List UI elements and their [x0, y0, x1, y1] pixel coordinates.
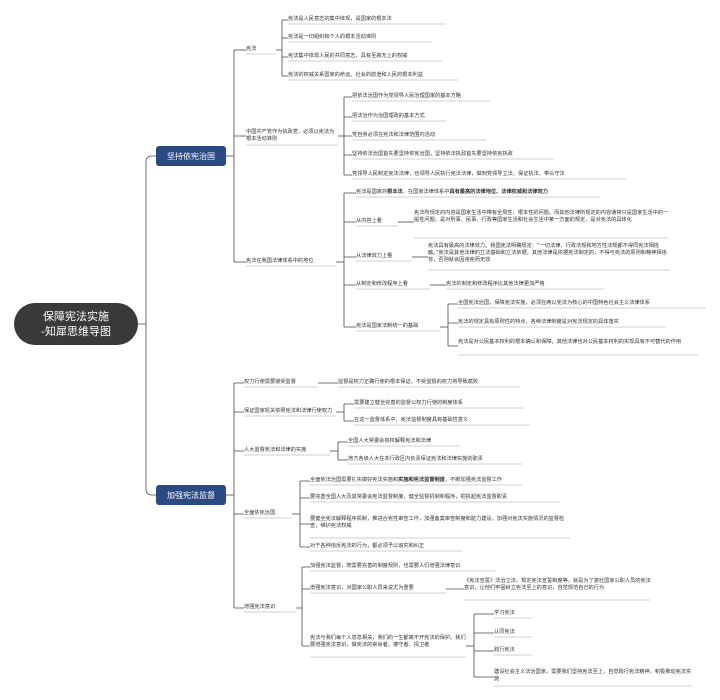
g5-item-2-text: 《宪法宣誓》法治立法，规定宪法宣誓制度等，就是为了激社国家公职人员的宪法意识，让…: [464, 578, 651, 591]
root-node[interactable]: 保障宪法实施 -知犀思维导图: [14, 303, 138, 345]
party-item-3: 党自身必须在宪法和法律范围内活动: [352, 132, 436, 138]
status-effect-text: 宪法具有最高的法律效力。我国宪法明确规定：“一切法律、行政法规和地方性法规都不得…: [428, 243, 667, 263]
g5-sub-item-3: 践行宪法: [494, 647, 515, 653]
party-item-1: 把依法治国作为党领导人民治理国家的基本方略: [352, 93, 461, 99]
topic-g1[interactable]: 权力行使需要接受监督: [244, 379, 296, 385]
party-item-2: 把法治作为治国理政的基本方式: [352, 113, 425, 119]
xianfa-item-4: 宪法的权威关系国家的命运、社会的前途和人民的根本利益: [288, 72, 423, 78]
status-procedure-text: 宪法的制定和修改程序比其他法律更加严格: [446, 281, 545, 287]
party-item-5: 党领导人民制定宪法法律，也领导人民执行宪法法律，做到党领导立法、保证执法、带头守…: [352, 171, 565, 177]
g3-item-1: 全国人大常委会有权解释宪法和法律: [348, 438, 432, 444]
g5-item-1: 加强宪法监督，既需要完善的制度规则，也需要人们增强法律意识: [310, 563, 461, 569]
branch-node-2[interactable]: 加强宪法监督: [156, 485, 226, 505]
branch-node-1[interactable]: 坚持依宪治国: [156, 146, 226, 166]
root-title-line1: 保障宪法实施: [43, 310, 109, 323]
g3-item-2: 地方各级人大在本行政区内负责保证宪法和法律实施的职责: [348, 456, 483, 462]
g4-item-2: 要完善全国人大及其常委会宪法监督制度，健全监督机制和程序，把执起宪法监督职责: [310, 494, 508, 500]
g4-item-1: 全面依法治国需要扎实做好宪法实施和实施和宪法监督制度，不断加强宪法监督工作: [310, 477, 502, 483]
g4-item-3: 要健全宪法解释程序机制，推进合宪性审查工作，加强备案审查制度和能力建设，加强对宪…: [310, 516, 565, 529]
g5-sub-item-2: 认同宪法: [494, 629, 515, 635]
xianfa-item-2: 宪法是一切组织和个人的根本活动准则: [288, 34, 377, 40]
topic-g4[interactable]: 全面依宪治国: [244, 510, 276, 516]
topic-g5[interactable]: 增强宪法意识: [244, 604, 276, 610]
status-top: 宪法是国家的根本法，在国家法律体系中具有最高的法律地位、法律权威和法律效力: [356, 189, 548, 195]
basis-item-1: 全国宪法治国，保障宪法实施，必须在两以宪法为核心的中国特色社会主义法律体系: [458, 300, 650, 306]
g4-item-4: 对于各种违反宪法的行为，都必须予以追究和纠正: [310, 543, 425, 549]
status-content-label[interactable]: 从内容上看: [356, 218, 382, 224]
g5-item-2-label[interactable]: 增强宪法意识，对国家公职人员来说尤为重要: [310, 585, 414, 591]
g5-item-3-label[interactable]: 宪法与我们每个人息息相关，我们的一生都离不开宪法的保护。我们要增强宪法意识，做宪…: [310, 635, 466, 648]
basis-item-3: 宪法是对公民基本权利的根本确认和保障，其他法律也对公民基本权利的实现具有不可替代…: [458, 339, 682, 345]
topic-party[interactable]: 中国共产党作为执政党，必须以宪法为根本活动准则: [246, 129, 335, 142]
party-item-4: 坚持依法治国首先要坚持依宪治国，坚持依法执政首先要坚持依宪执政: [352, 151, 513, 157]
root-title-line2: -知犀思维导图: [41, 325, 111, 338]
xianfa-item-1: 宪法是人民意志的集中体现，是国家的根本法: [288, 16, 392, 22]
status-procedure-label[interactable]: 从制定和修改程序上看: [356, 281, 408, 287]
status-content-text: 宪法所规定的内容是国家生活中带有全局性、根本性的问题。而其他法律所规定的内容通常…: [414, 210, 669, 223]
topic-g2[interactable]: 保证国家机关依照宪法和法律行使权力: [244, 408, 333, 414]
xianfa-item-3: 宪法集中体现人民的共同意志，具有至高无上的权威: [288, 53, 408, 59]
g2-item-1: 需要建立健全完善的监督公权力行使的制度体系: [354, 400, 463, 406]
g5-sub-item-1: 学习宪法: [494, 610, 515, 616]
basis-item-2: 宪法的规定具有原则性的特点，各种法律制度是对宪法规定的具体落实: [458, 319, 619, 325]
status-effect-label[interactable]: 从法律效力上看: [356, 253, 393, 259]
g5-sub-item-4: 建设社会主义法治国家，需要我们坚持宪法至上，自觉践行宪法精神，积极推动宪法实施: [494, 669, 692, 682]
topic-g3[interactable]: 人大监督宪法和法律的实施: [244, 447, 307, 453]
status-basis-label[interactable]: 宪法是国家法制统一的基础: [356, 323, 419, 329]
g2-item-2: 在这一监督体系中，宪法监督制度具有基础性意义: [354, 417, 469, 423]
topic-status[interactable]: 宪法在我国法律体系中的地位: [246, 258, 314, 264]
topic-xianfa[interactable]: 宪法: [246, 46, 257, 52]
g1-item: 监督是权力正确行使的根本保证，不受监督的权力将导致腐败: [338, 379, 479, 385]
